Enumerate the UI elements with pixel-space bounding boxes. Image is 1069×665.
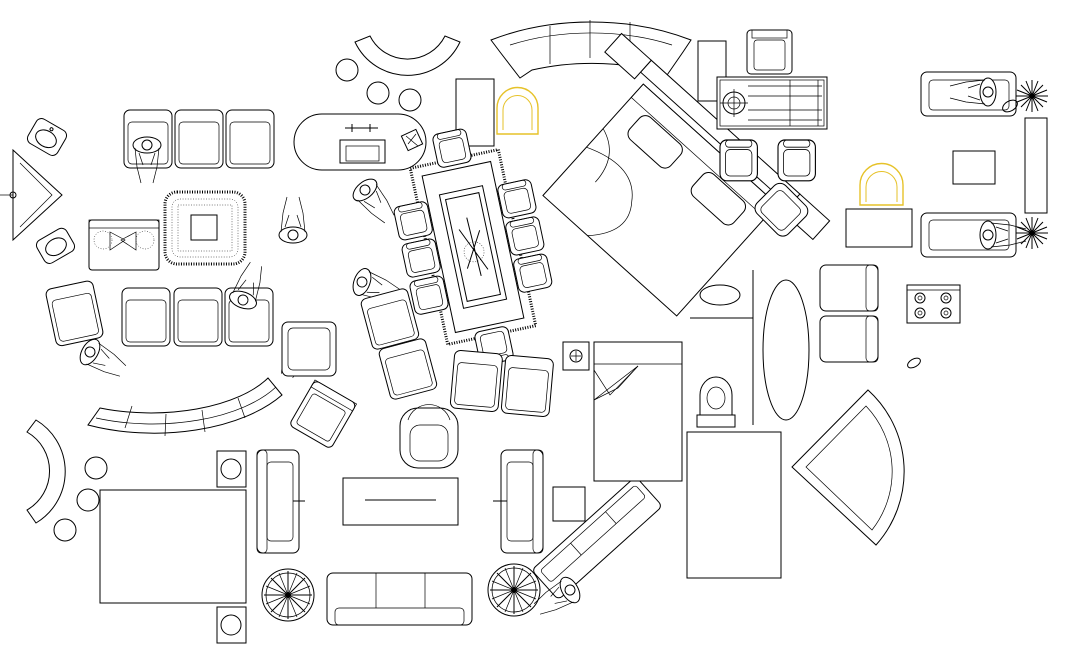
armchair-icon [290, 379, 358, 448]
highlighted-armchair [496, 86, 539, 135]
toilet-icon [35, 227, 76, 264]
dining-table-icon [392, 127, 554, 367]
armchair-icon [754, 182, 809, 237]
console-table [1024, 117, 1048, 214]
rectangular-table [99, 489, 247, 604]
round-side-table [53, 518, 77, 542]
armchair-icon [819, 315, 879, 363]
curved-sofa-bottom-left [87, 377, 283, 437]
coffee-table-icon [952, 150, 996, 185]
end-table [216, 606, 247, 644]
bed-icon [593, 341, 683, 482]
side-table-icon [562, 341, 590, 371]
corner-sofa-icon [791, 389, 905, 546]
potted-plant-icon [487, 563, 541, 617]
highlighted-armchair [859, 162, 904, 206]
sofa-vertical-right [493, 449, 544, 554]
curved-sofa-far-left [26, 419, 66, 524]
end-table [216, 450, 247, 488]
round-side-table [335, 58, 359, 82]
round-side-table [398, 88, 422, 112]
sofa-vertical-left [256, 449, 305, 554]
sofa-icon [920, 212, 1017, 258]
small-table [845, 208, 913, 248]
round-side-table [366, 81, 390, 105]
person-icon [348, 174, 401, 229]
person-icon [75, 335, 131, 384]
chair-icon [719, 139, 759, 182]
armchair-left [44, 279, 105, 348]
oval-table [762, 279, 810, 421]
potted-plant-icon [1015, 216, 1049, 250]
desk-icon [697, 29, 828, 130]
armchair-icon [449, 349, 504, 413]
sofa-icon [920, 71, 1017, 117]
potted-plant-icon [1015, 79, 1049, 113]
coffee-table-icon [342, 477, 459, 526]
rectangular-table [686, 431, 782, 579]
potted-plant-icon [261, 568, 315, 622]
small-oval [907, 357, 921, 369]
desk-with-chairs [88, 219, 160, 271]
bed-icon [542, 32, 831, 317]
washbasin-icon [26, 118, 68, 156]
oval-mat [699, 284, 741, 306]
person-icon [278, 196, 308, 244]
curved-sofa-top [354, 35, 461, 76]
sofa-diagonal [533, 478, 661, 599]
oval-table-group [293, 113, 427, 171]
corner-shower [0, 148, 63, 242]
round-side-table [84, 456, 108, 480]
rug-icon [163, 190, 247, 266]
round-side-table [76, 488, 100, 512]
round-armchair [399, 404, 459, 469]
sofa-horizontal-bottom [326, 572, 473, 626]
chair-icon [777, 139, 817, 182]
armchair-icon [281, 321, 337, 377]
armchair-icon [819, 264, 879, 312]
wall-line [690, 270, 754, 425]
square-side-table [552, 486, 586, 522]
toilet-icon [696, 376, 736, 428]
armchair-icon [500, 354, 555, 418]
stove-icon [906, 284, 961, 324]
